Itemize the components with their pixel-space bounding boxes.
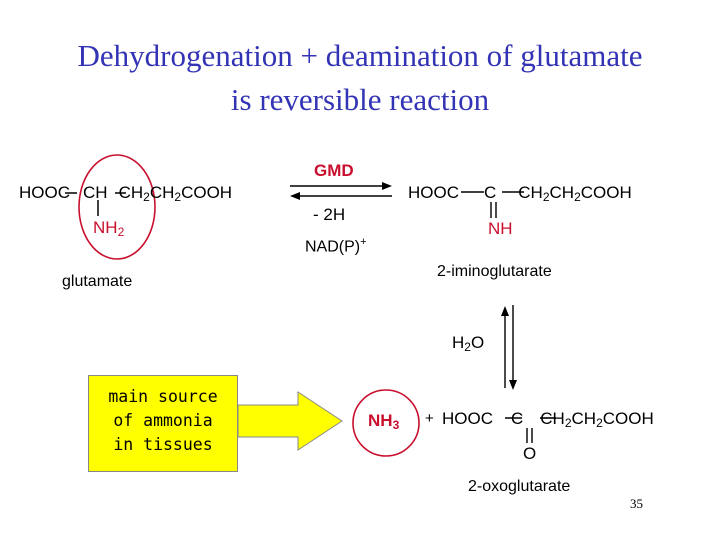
callout-line-1: main source	[108, 387, 218, 406]
forward-arrow-head	[382, 182, 392, 190]
block-arrow	[237, 391, 343, 451]
water-label: H2O	[452, 333, 485, 354]
callout-line-2: of ammonia	[113, 411, 213, 430]
iminoglutarate-label: 2-iminoglutarate	[437, 263, 552, 280]
up-arrow-head	[501, 306, 509, 316]
glutamate-ch2-b: CH	[149, 183, 175, 202]
oxo-ch2-a: CH	[540, 409, 565, 428]
glutamate-ch: CH	[83, 183, 108, 202]
imino-hooc: HOOC	[408, 183, 459, 202]
imino-ch2-b: CH	[549, 183, 575, 202]
plus-sign: +	[425, 410, 434, 427]
title-line-2: is reversible reaction	[230, 82, 490, 117]
glutamate-cooh: COOH	[181, 183, 233, 202]
oxo-ch2-b: CH	[571, 409, 597, 428]
ammonia-highlight	[352, 389, 420, 457]
ammonia-source-callout: main source of ammonia in tissues	[88, 375, 238, 472]
cofactor-label: NAD(P)+	[305, 236, 367, 256]
oxo-c: C	[511, 409, 524, 428]
imino-group: NH	[488, 219, 513, 238]
minus-2h-label: - 2H	[313, 205, 346, 224]
down-arrow-head	[509, 380, 517, 390]
page-number: 35	[630, 496, 643, 511]
imino-cooh: COOH	[580, 183, 632, 202]
oxoglutarate-label: 2-oxoglutarate	[468, 478, 571, 495]
slide-title: Dehydrogenation + deamination of glutama…	[0, 34, 720, 122]
callout-line-3: in tissues	[113, 435, 213, 454]
oxo-cooh: COOH	[602, 409, 654, 428]
enzyme-label: GMD	[314, 161, 354, 180]
title-line-1: Dehydrogenation + deamination of glutama…	[77, 38, 643, 73]
reverse-arrow-head	[290, 192, 300, 200]
imino-ch2-a: CH	[518, 183, 543, 202]
alpha-carbon-highlight	[78, 154, 156, 260]
ammonia-formula: NH3	[368, 411, 400, 432]
imino-c: C	[484, 183, 497, 202]
oxo-hooc: HOOC	[442, 409, 493, 428]
glutamate-amino-group: NH2	[93, 218, 125, 239]
glutamate-hooc: HOOC	[19, 183, 70, 202]
oxo-oxygen: O	[523, 444, 537, 463]
glutamate-ch2-a: CH	[118, 183, 144, 202]
glutamate-label: glutamate	[62, 273, 133, 290]
